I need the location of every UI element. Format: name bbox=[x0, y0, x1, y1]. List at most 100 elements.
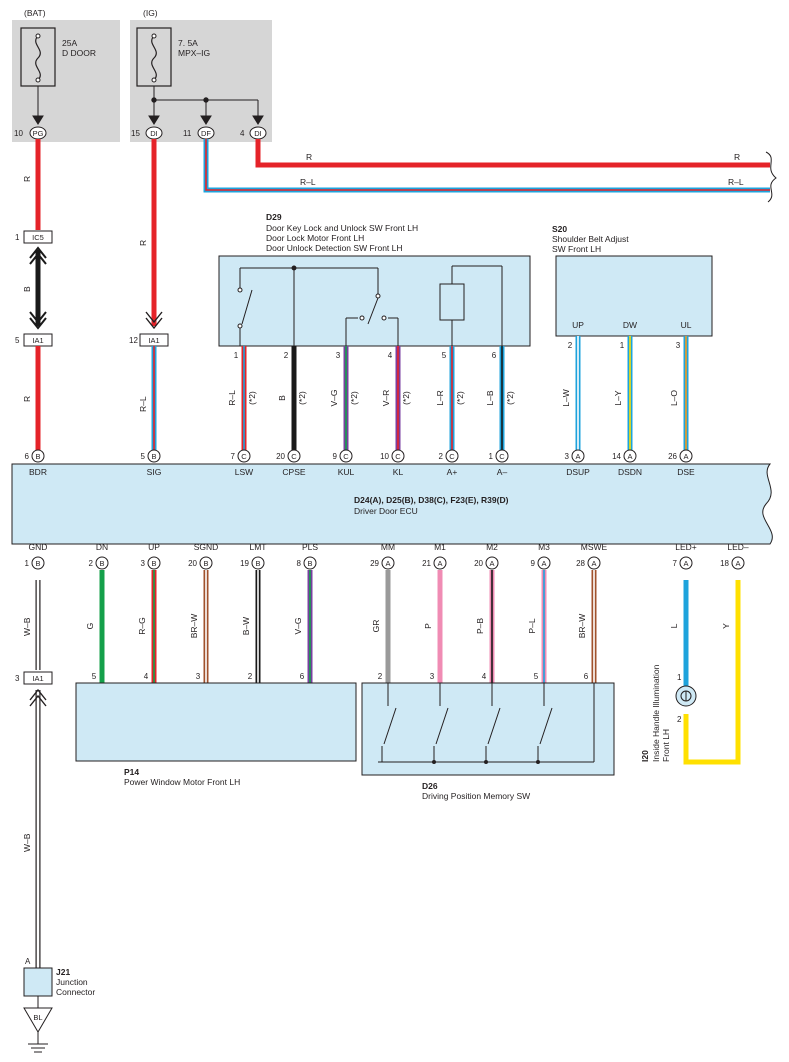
ground-label: BL bbox=[33, 1013, 42, 1022]
ecu-ids: D24(A), D25(B), D38(C), F23(E), R39(D) bbox=[354, 495, 509, 505]
ecu-bottom-terminal-up-conn: B bbox=[151, 559, 156, 568]
p14-box bbox=[75, 682, 357, 762]
connector-ia1-pin12: 12 IA1 bbox=[129, 333, 169, 347]
wire-break-mark bbox=[765, 151, 777, 203]
ecu-top-terminal-a-conn: C bbox=[499, 452, 505, 461]
ecu-top-terminal-cpse-conn: C bbox=[291, 452, 297, 461]
d29-note-5: (*2) bbox=[455, 391, 465, 405]
ecu-bottom-terminal-pls-pin: 8 bbox=[297, 559, 302, 568]
ecu-bottom-terminal-sgnd bbox=[199, 556, 213, 570]
ecu-top-terminal-kl bbox=[391, 449, 405, 463]
ecu-top-terminal-a-pin: 1 bbox=[489, 452, 494, 461]
i20-wire-label-1: L bbox=[669, 623, 679, 628]
rl-wire-label-right: R–L bbox=[728, 177, 744, 187]
ecu-top-terminal-kul-pin: 9 bbox=[333, 452, 338, 461]
ecu-bottom-terminal-gnd bbox=[31, 556, 45, 570]
ecu-bottom-terminal-lmt-conn: B bbox=[255, 559, 260, 568]
fuse-pin-4: 4 DI bbox=[240, 126, 267, 140]
ecu-bottom-terminal-m2-pin: 20 bbox=[474, 559, 483, 568]
ecu-top-terminal-dsup bbox=[571, 449, 585, 463]
d26-wire-label-1: GR bbox=[371, 620, 381, 633]
ecu-top-terminal-dsup-conn: A bbox=[575, 452, 580, 461]
d26-pin-5: 6 bbox=[584, 672, 589, 681]
p14-wire-label-4: B–W bbox=[241, 617, 251, 635]
ecu-top-label-8: DSUP bbox=[566, 467, 590, 477]
p14-wire-label-5: V–G bbox=[293, 617, 303, 634]
red-through-wire bbox=[255, 139, 770, 168]
s20-wire-label-3: L–O bbox=[669, 390, 679, 406]
ecu-bottom-label-1: DN bbox=[96, 542, 108, 552]
d26-wire-label-5: BR–W bbox=[577, 614, 587, 639]
d29-note-6: (*2) bbox=[505, 391, 515, 405]
svg-text:PG: PG bbox=[33, 129, 44, 138]
ecu-top-terminal-cpse bbox=[287, 449, 301, 463]
p14-pin-5: 6 bbox=[300, 672, 305, 681]
bdr-wire-label-black: B bbox=[22, 286, 32, 292]
d29-name-1: Door Key Lock and Unlock SW Front LH bbox=[266, 223, 418, 233]
gnd-wire-label-upper: W–B bbox=[22, 617, 32, 636]
ecu-name: Driver Door ECU bbox=[354, 506, 418, 516]
j21-pin: A bbox=[25, 957, 31, 966]
ecu-bottom-terminal-mm-conn: A bbox=[385, 559, 390, 568]
ecu-bottom-terminal-sgnd-pin: 20 bbox=[188, 559, 197, 568]
ecu-top-label-0: BDR bbox=[29, 467, 47, 477]
i20-id: I20 bbox=[640, 750, 650, 762]
dynamic-wires bbox=[99, 336, 689, 683]
d26-wire-label-2: P bbox=[423, 623, 433, 629]
bat-source-label: (BAT) bbox=[24, 8, 46, 18]
bat-fuse-amp: 25A bbox=[62, 38, 77, 48]
d29-pin-2: 2 bbox=[284, 351, 289, 360]
ecu-top-label-10: DSE bbox=[677, 467, 695, 477]
ecu-bottom-terminal-m3 bbox=[537, 556, 551, 570]
ecu-bottom-terminal-m2 bbox=[485, 556, 499, 570]
svg-text:5: 5 bbox=[15, 336, 20, 345]
ecu-top-terminal-bdr-conn: B bbox=[35, 452, 40, 461]
rl-wire-label-left: R–L bbox=[300, 177, 316, 187]
s20-terminal-1: UP bbox=[572, 320, 584, 330]
j21-name-2: Connector bbox=[56, 987, 95, 997]
ecu-top-label-7: A– bbox=[497, 467, 508, 477]
ecu-bottom-terminal-led bbox=[731, 556, 745, 570]
svg-text:DI: DI bbox=[150, 129, 158, 138]
ecu-bottom-label-7: M1 bbox=[434, 542, 446, 552]
svg-text:DI: DI bbox=[254, 129, 262, 138]
ecu-bottom-terminal-led-pin: 18 bbox=[720, 559, 729, 568]
ecu-top-terminal-a-conn: C bbox=[449, 452, 455, 461]
p14-pin-2: 4 bbox=[144, 672, 149, 681]
bat-fuse-name: D DOOR bbox=[62, 48, 96, 58]
ecu-top-label-5: KL bbox=[393, 467, 404, 477]
ecu-top-terminal-sig bbox=[147, 449, 161, 463]
s20-wire-label-1: L–W bbox=[561, 389, 571, 406]
d29-pin-6: 6 bbox=[492, 351, 497, 360]
ecu-top-terminal-kl-conn: C bbox=[395, 452, 401, 461]
svg-text:IA1: IA1 bbox=[32, 674, 43, 683]
ecu-bottom-label-9: M3 bbox=[538, 542, 550, 552]
p14-pin-4: 2 bbox=[248, 672, 253, 681]
ecu-bottom-terminal-mm bbox=[381, 556, 395, 570]
ecu-bottom-terminal-led bbox=[679, 556, 693, 570]
d29-wire-label-2: B bbox=[277, 395, 287, 401]
p14-wire-label-3: BR–W bbox=[189, 614, 199, 639]
fuse-pin-15: 15 DI bbox=[131, 126, 163, 140]
p14-name: Power Window Motor Front LH bbox=[124, 777, 240, 787]
ecu-bottom-label-2: UP bbox=[148, 542, 160, 552]
ecu-top-terminal-dsdn-pin: 14 bbox=[612, 452, 621, 461]
red-wire-label-right: R bbox=[734, 152, 740, 162]
ecu-bottom-terminal-m1 bbox=[433, 556, 447, 570]
ecu-bottom-terminal-sgnd-conn: B bbox=[203, 559, 208, 568]
d29-note-2: (*2) bbox=[297, 391, 307, 405]
d29-wire-label-1: R–L bbox=[227, 390, 237, 406]
ig-source-label: (IG) bbox=[143, 8, 158, 18]
ecu-top-label-4: KUL bbox=[338, 467, 355, 477]
svg-text:4: 4 bbox=[240, 129, 245, 138]
fuse-pin-10: 10 PG bbox=[14, 126, 47, 140]
ecu-top-terminal-dse-conn: A bbox=[683, 452, 688, 461]
ecu-bottom-terminal-lmt bbox=[251, 556, 265, 570]
d29-wire-label-3: V–G bbox=[329, 389, 339, 406]
s20-name-1: Shoulder Belt Adjust bbox=[552, 234, 629, 244]
ecu-bottom-terminal-pls-conn: B bbox=[307, 559, 312, 568]
ecu-top-terminal-dsup-pin: 3 bbox=[565, 452, 570, 461]
sig-wire-label-lower: R–L bbox=[138, 396, 148, 412]
ecu-bottom-terminal-mm-pin: 29 bbox=[370, 559, 379, 568]
svg-text:DF: DF bbox=[201, 129, 211, 138]
